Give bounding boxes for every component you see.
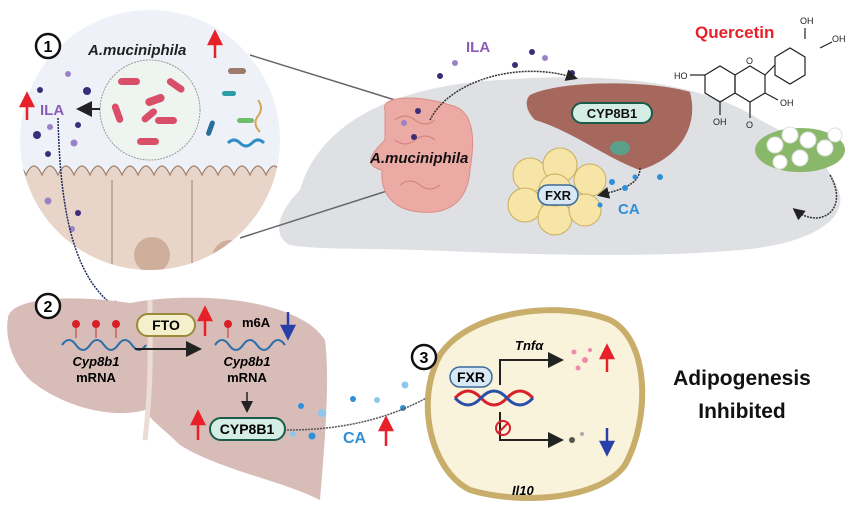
mrna-label: mRNA (227, 370, 267, 385)
bacteria-label: A.muciniphila (87, 42, 186, 59)
il10-label: Il10 (512, 483, 534, 498)
demethylated-mrna-icon (214, 320, 286, 351)
step-marker-2 (34, 292, 62, 320)
ca-molecules (597, 174, 663, 208)
up-arrow-icon (206, 29, 224, 58)
intestine-bacteria-label: A.muciniphila (369, 150, 468, 167)
dna-icon (453, 389, 535, 407)
mouse-liver (526, 83, 693, 170)
quercetin-title: Quercetin (695, 23, 774, 42)
m6a-label: m6A (242, 315, 271, 330)
arrow (499, 352, 564, 385)
zoom-line (249, 54, 396, 101)
svg-text:OH: OH (780, 98, 794, 108)
up-arrow-icon (189, 409, 207, 440)
down-arrow-icon (598, 428, 616, 457)
cyp8b1-badge (209, 417, 286, 441)
adipocyte (424, 307, 646, 501)
outcome-line-1: Adipogenesis (673, 367, 811, 390)
quercetin-atoms: OH OH HO O OH OH O (674, 16, 846, 130)
fxr-badge (537, 184, 579, 206)
fxr-label: FXR (545, 188, 572, 203)
ila-molecules (33, 71, 91, 232)
cytokine-dots (569, 432, 584, 443)
up-arrow-icon (598, 343, 616, 372)
gene-label: Cyp8b1 (224, 354, 271, 369)
cytokine-dots (571, 348, 592, 371)
svg-text:O: O (746, 56, 753, 66)
fto-label: FTO (152, 317, 180, 333)
methylated-mrna-icon (61, 320, 147, 351)
step-marker-1 (34, 32, 62, 60)
svg-text:HO: HO (674, 71, 688, 81)
cyp8b1-label: CYP8B1 (220, 421, 275, 437)
ila-molecules (437, 49, 575, 79)
zoom-line (239, 189, 391, 239)
ca-molecules (290, 381, 409, 440)
svg-text:OH: OH (800, 16, 814, 26)
cyp8b1-label: CYP8B1 (587, 106, 638, 121)
transport-arrow (792, 174, 838, 221)
intestine (370, 97, 474, 213)
step-number: 3 (420, 350, 429, 367)
svg-text:OH: OH (832, 34, 846, 44)
mrna-label: mRNA (76, 370, 116, 385)
outcome-line-2: Inhibited (698, 400, 786, 423)
up-arrow-icon (377, 415, 395, 446)
svg-text:OH: OH (713, 117, 727, 127)
transport-arrow (597, 167, 641, 199)
fto-badge (136, 313, 196, 337)
bacteria-icon (111, 78, 185, 145)
step-number: 1 (44, 39, 53, 56)
flower-icon (755, 126, 845, 172)
gene-label: Cyp8b1 (73, 354, 120, 369)
ca-label: CA (343, 430, 367, 447)
fxr-badge (449, 366, 493, 388)
down-arrow-icon (279, 312, 297, 341)
svg-text:O: O (746, 120, 753, 130)
step-marker-3 (410, 343, 438, 371)
fxr-label: FXR (457, 369, 485, 385)
ca-label: CA (618, 201, 640, 218)
tnfa-label: Tnfα (515, 338, 544, 353)
step-number: 2 (44, 299, 53, 316)
up-arrow-icon (196, 305, 214, 336)
cyp8b1-badge (571, 102, 653, 124)
quercetin-structure (690, 28, 833, 118)
up-arrow-icon (18, 91, 36, 120)
transport-arrow (429, 69, 578, 121)
ila-label: ILA (40, 102, 64, 119)
ila-label: ILA (466, 39, 490, 56)
inhibit-icon (495, 420, 511, 436)
